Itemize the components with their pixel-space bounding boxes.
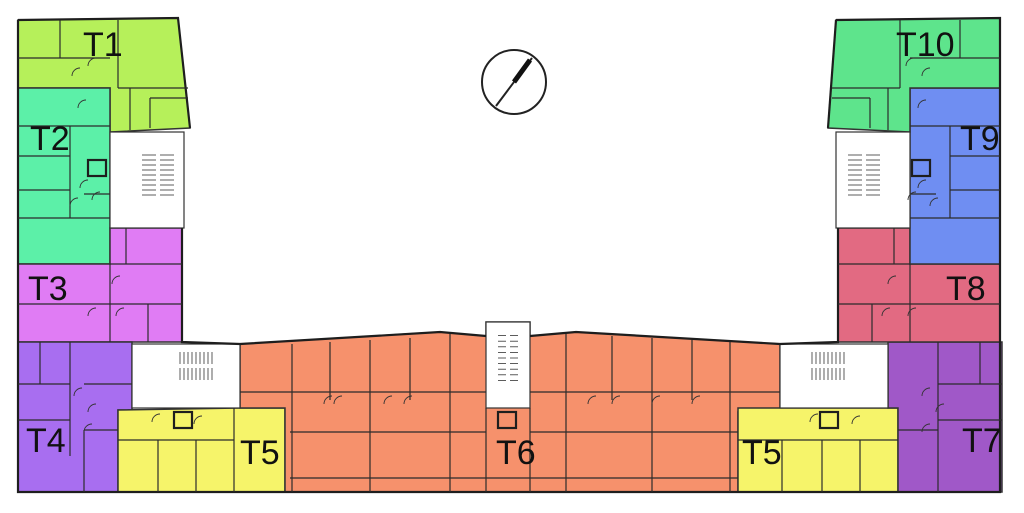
stair-core-bottom-right <box>779 343 889 409</box>
door-swing <box>79 179 89 189</box>
circulation-cores <box>86 131 932 430</box>
door-swing <box>73 387 83 397</box>
label-t2: T2 <box>30 120 70 158</box>
door-swing <box>651 395 661 405</box>
label-t4: T4 <box>26 422 66 460</box>
elevator-t6 <box>496 410 518 430</box>
door-swing <box>151 413 161 423</box>
door-swing <box>905 57 915 67</box>
label-t1: T1 <box>83 26 123 64</box>
door-swing <box>907 191 917 201</box>
door-swing <box>333 395 343 405</box>
door-swing <box>71 67 81 77</box>
door-swing <box>193 415 203 425</box>
north-arrow-icon <box>481 49 547 115</box>
door-swing <box>587 395 597 405</box>
door-swing <box>917 179 927 189</box>
label-t9: T9 <box>960 120 1000 158</box>
door-swing <box>87 403 97 413</box>
door-swing <box>935 403 945 413</box>
door-swing <box>87 307 97 317</box>
unit-labels: T1 T2 T3 T4 T5 T6 T5 T7 T8 T9 T10 <box>26 26 1002 472</box>
label-t5b: T5 <box>742 434 782 472</box>
label-t8: T8 <box>946 270 986 308</box>
door-swing <box>91 191 101 201</box>
door-swing <box>403 395 413 405</box>
elevator-t9 <box>910 158 932 178</box>
zone-t7[interactable] <box>887 341 1003 493</box>
door-swing <box>323 395 333 405</box>
door-swing <box>77 99 87 109</box>
door-swing <box>921 387 931 397</box>
label-t3: T3 <box>28 270 68 308</box>
door-swing <box>111 275 121 285</box>
door-swing <box>929 197 939 207</box>
stair-treads <box>142 154 880 381</box>
door-swing <box>115 307 125 317</box>
label-t7: T7 <box>962 422 1002 460</box>
door-swing <box>69 197 79 207</box>
interior-walls <box>16 16 1002 494</box>
door-swing <box>851 415 861 425</box>
door-swing <box>907 307 917 317</box>
label-t6: T6 <box>496 434 536 472</box>
elevator-t5b <box>818 410 840 430</box>
door-swing <box>887 275 897 285</box>
door-swing <box>383 395 393 405</box>
label-t5a: T5 <box>240 434 280 472</box>
door-swing <box>921 67 931 77</box>
door-swing <box>881 307 891 317</box>
door-swing <box>611 395 621 405</box>
unit-zones <box>17 17 1003 493</box>
elevator-t2 <box>86 158 108 178</box>
door-swing <box>809 413 819 423</box>
stair-core-center <box>485 321 531 409</box>
zone-t4[interactable] <box>17 341 133 493</box>
door-swing <box>83 423 93 433</box>
elevator-t5a <box>172 410 194 430</box>
door-swing <box>917 99 927 109</box>
door-swing <box>691 395 701 405</box>
door-swing <box>921 423 931 433</box>
stair-core-bottom-left <box>131 343 241 409</box>
door-swings <box>69 57 945 433</box>
door-swing <box>87 57 97 67</box>
label-t10: T10 <box>896 26 955 64</box>
